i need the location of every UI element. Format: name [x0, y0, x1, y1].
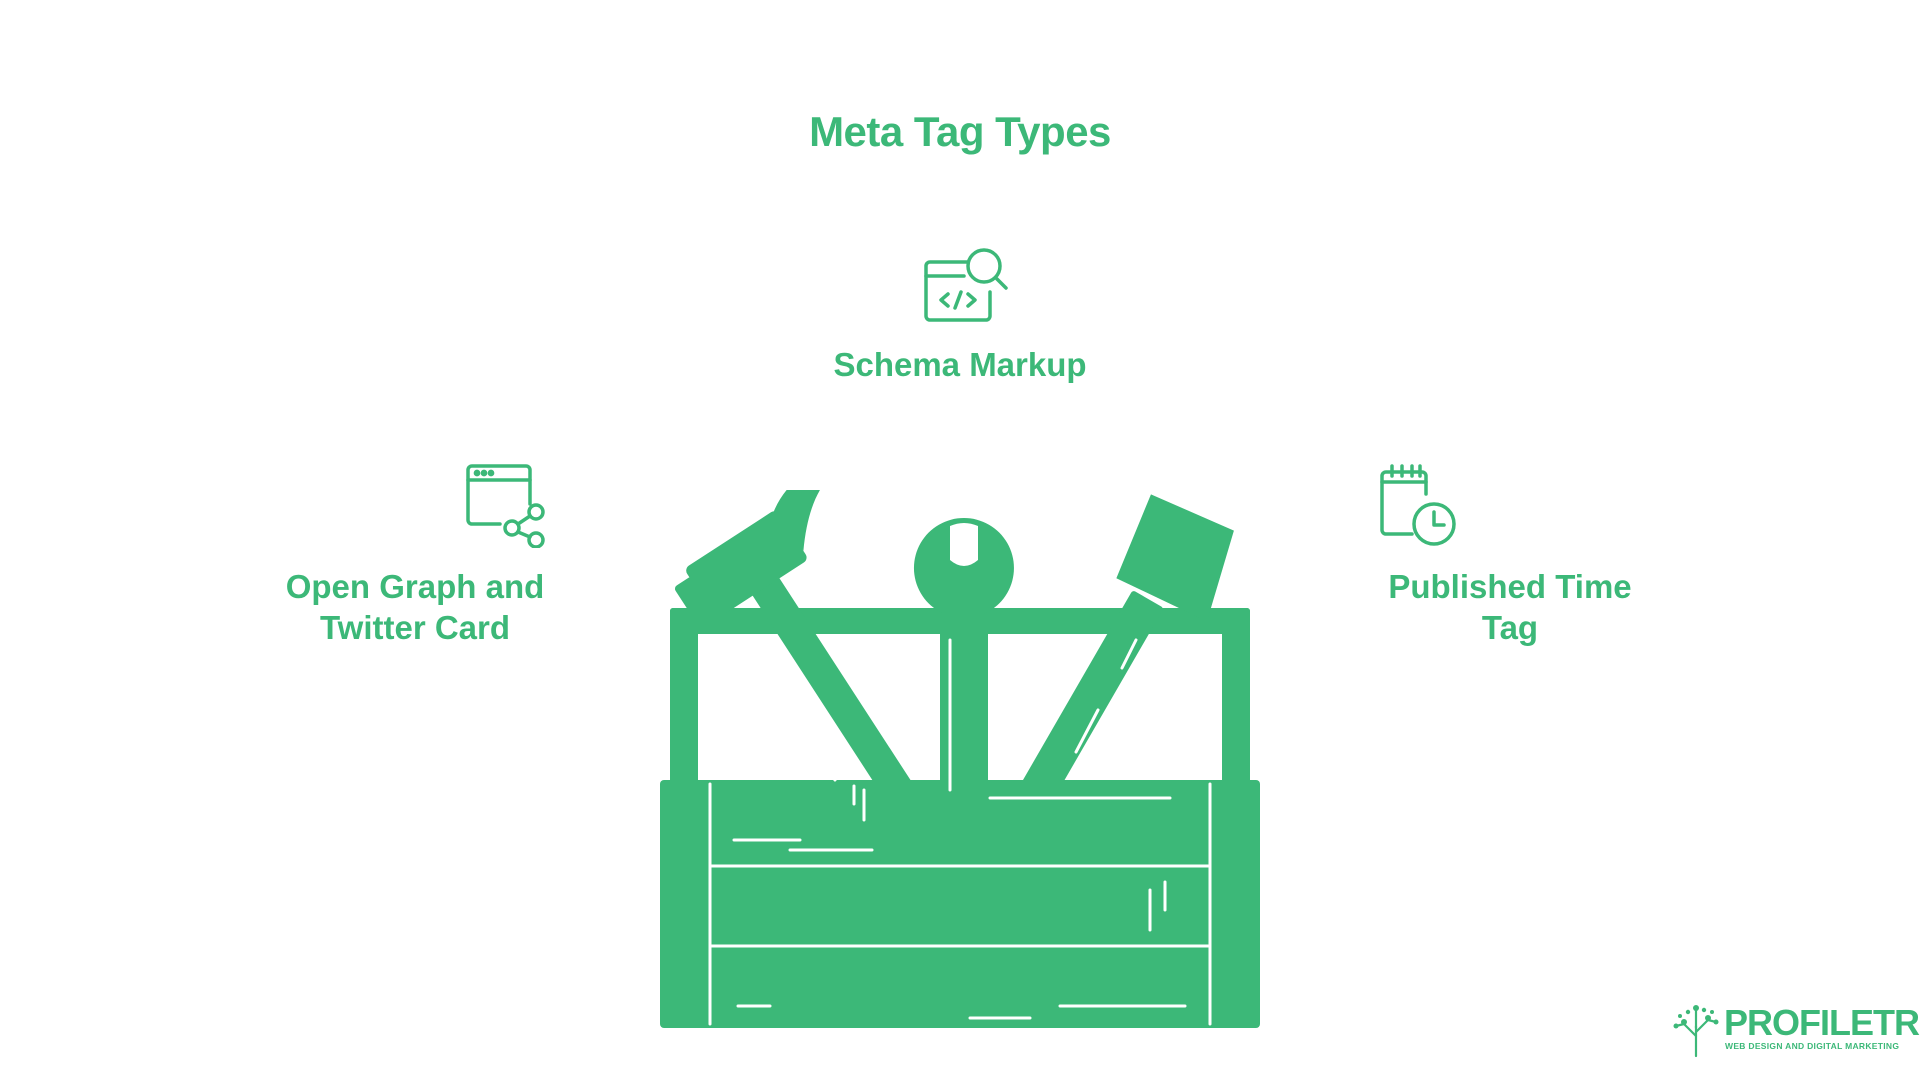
page-title: Meta Tag Types: [809, 108, 1111, 155]
schema-markup-label: Schema Markup: [833, 346, 1087, 383]
browser-share-icon: [466, 464, 545, 548]
profiletree-logo: PROFILETREE WEB DESIGN AND DIGITAL MARKE…: [1672, 1002, 1920, 1058]
open-graph-label-text: Open Graph and Twitter Card: [285, 568, 545, 646]
published-time-label-text: Published Time Tag: [1388, 568, 1632, 646]
logo-tagline: WEB DESIGN AND DIGITAL MARKETING: [1725, 1041, 1900, 1051]
calendar-clock-icon: [1380, 464, 1456, 546]
logo-name: PROFILETREE: [1724, 1002, 1920, 1043]
tree-icon: [1673, 1005, 1719, 1058]
code-search-icon: [924, 248, 1008, 322]
published-time-label: Published Time Tag: [1340, 566, 1680, 648]
open-graph-label: Open Graph and Twitter Card: [250, 566, 580, 648]
toolbox-illustration: [660, 490, 1260, 1028]
